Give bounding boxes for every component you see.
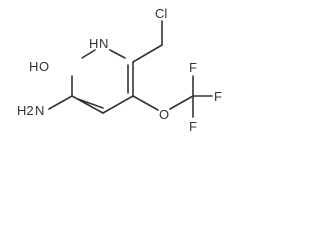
pyridine-ring: [71, 49, 134, 114]
bond-c3-c4: [71, 95, 104, 114]
atom-ring-n: N: [99, 36, 108, 51]
atom-carbonyl-o: O: [39, 59, 49, 74]
atom-fluorine-bottom: F: [189, 119, 197, 134]
atom-ether-o: O: [159, 107, 169, 122]
bond-n-c2: [81, 49, 96, 59]
atom-fluorine-top: F: [189, 60, 197, 75]
bond-c3-c4-inner: [77, 98, 104, 109]
atom-fluorine-right: F: [214, 89, 222, 104]
atom-amino-n: N: [35, 103, 44, 118]
atom-amino-h2: H2: [17, 103, 34, 118]
atom-oxo-h: H: [29, 59, 38, 74]
atom-labels: H N H O H2 N Cl O F F F: [17, 6, 222, 134]
bond-c5-o: [132, 95, 159, 111]
bond-c6-ch2: [132, 44, 163, 63]
bond-c3-nh2: [48, 95, 73, 110]
substituent-bonds: [48, 20, 213, 118]
bond-o-cf3: [169, 95, 194, 110]
chemical-structure: H N H O H2 N Cl O F F F: [17, 6, 222, 134]
bond-n-c6: [109, 49, 126, 59]
atom-chlorine: Cl: [155, 6, 167, 21]
bond-c4-c5: [102, 95, 134, 114]
atom-ring-n-h: H: [89, 36, 98, 51]
